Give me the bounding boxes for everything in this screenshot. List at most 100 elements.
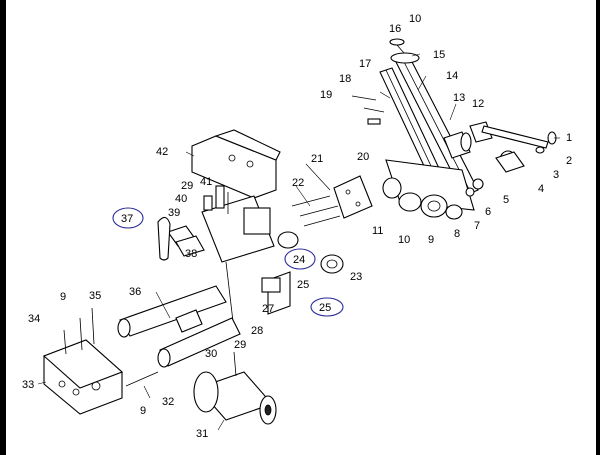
label-3: 3 (553, 169, 559, 181)
housing-42-top (214, 129, 281, 161)
spindle-bolt (233, 351, 237, 377)
label-19: 19 (320, 89, 332, 101)
label-41: 41 (200, 176, 212, 188)
screw-34 (63, 329, 67, 355)
bushing-24 (277, 231, 299, 249)
bushing-23 (320, 254, 344, 274)
pin-19 (351, 95, 377, 101)
pin-41 (215, 185, 225, 209)
screw-9 (79, 317, 83, 351)
part-number-labels: 10 16 15 17 14 18 19 13 12 1 20 2 3 4 5 … (22, 13, 572, 440)
label-25-upper: 25 (297, 279, 309, 291)
bushing-13-face (460, 132, 472, 152)
washer-6 (465, 187, 475, 197)
bracket-hole-2 (355, 201, 361, 207)
cap-axis (396, 44, 405, 54)
bolt-32 (125, 371, 159, 387)
label-31: 31 (196, 428, 208, 440)
callout-circles (112, 207, 344, 317)
bolt-22a (291, 195, 331, 207)
top-cap (390, 52, 420, 64)
label-42: 42 (156, 146, 168, 158)
label-13: 13 (453, 92, 465, 104)
tube-36-end (117, 318, 131, 338)
block-hole-3 (91, 381, 101, 391)
pad-27 (261, 277, 281, 293)
top-washer (389, 38, 405, 46)
roller-9-hub (427, 200, 441, 212)
label-16: 16 (389, 23, 401, 35)
cylinder-upper (382, 177, 402, 199)
scan-border-right (596, 0, 600, 455)
center-housing-assembly (157, 129, 344, 331)
label-9-bottom: 9 (140, 405, 146, 417)
label-8: 8 (454, 228, 460, 240)
label-29-lower: 29 (234, 339, 246, 351)
label-33: 33 (22, 379, 34, 391)
pin-18 (363, 107, 385, 113)
roller-10 (398, 192, 422, 212)
roller-9 (420, 194, 448, 218)
label-24: 24 (293, 254, 305, 266)
scan-border-left (0, 0, 6, 455)
handle-bar (481, 125, 549, 149)
bolt-22b (299, 205, 339, 217)
bracket-21 (333, 175, 373, 219)
mast-assembly (291, 38, 557, 227)
label-29-upper: 29 (181, 180, 193, 192)
label-2: 2 (566, 155, 572, 167)
spindle-hub (264, 404, 272, 416)
spindle-assembly (193, 351, 277, 425)
label-15: 15 (433, 49, 445, 61)
housing-hole-2 (246, 160, 254, 168)
block-hole-1 (58, 380, 66, 388)
washer-5 (472, 178, 484, 190)
label-25-circled: 25 (319, 302, 331, 314)
bolt-22c (303, 215, 341, 227)
housing-hole-1 (228, 154, 236, 162)
small-block (367, 118, 381, 125)
slide-block (243, 207, 271, 235)
block-hole-2 (72, 388, 80, 396)
label-6: 6 (485, 206, 491, 218)
roller-8 (445, 204, 463, 220)
label-30: 30 (205, 348, 217, 360)
label-40: 40 (175, 193, 187, 205)
bracket-hole-1 (345, 189, 351, 195)
label-34: 34 (28, 313, 40, 325)
callout-circle-25 (310, 297, 344, 317)
clamp-38 (175, 235, 205, 257)
lever-37 (157, 216, 171, 261)
label-4: 4 (538, 183, 544, 195)
label-14: 14 (446, 70, 458, 82)
leader-lines (37, 53, 560, 431)
block-33-top (42, 339, 124, 389)
label-21: 21 (311, 153, 323, 165)
label-12: 12 (472, 98, 484, 110)
callout-circle-24 (284, 248, 316, 270)
label-10-top: 10 (409, 13, 421, 25)
label-38: 38 (185, 248, 197, 260)
lower-arm-assembly (42, 285, 241, 415)
label-17: 17 (359, 58, 371, 70)
washer-2 (535, 146, 545, 154)
label-36: 36 (129, 286, 141, 298)
label-5: 5 (503, 194, 509, 206)
label-11: 11 (372, 225, 383, 237)
label-18: 18 (339, 73, 351, 85)
label-7: 7 (474, 220, 480, 232)
label-39: 39 (168, 207, 180, 219)
screw-35 (91, 307, 95, 345)
label-32: 32 (162, 396, 174, 408)
label-22: 22 (292, 177, 304, 189)
label-20: 20 (357, 151, 369, 163)
tube-30-end (157, 348, 171, 368)
label-9-left: 9 (60, 291, 66, 303)
label-37: 37 (121, 213, 133, 225)
bushing-23-bore (326, 259, 338, 269)
joint-connector (175, 309, 203, 333)
bushing-4 (495, 151, 525, 173)
label-35: 35 (89, 290, 101, 302)
